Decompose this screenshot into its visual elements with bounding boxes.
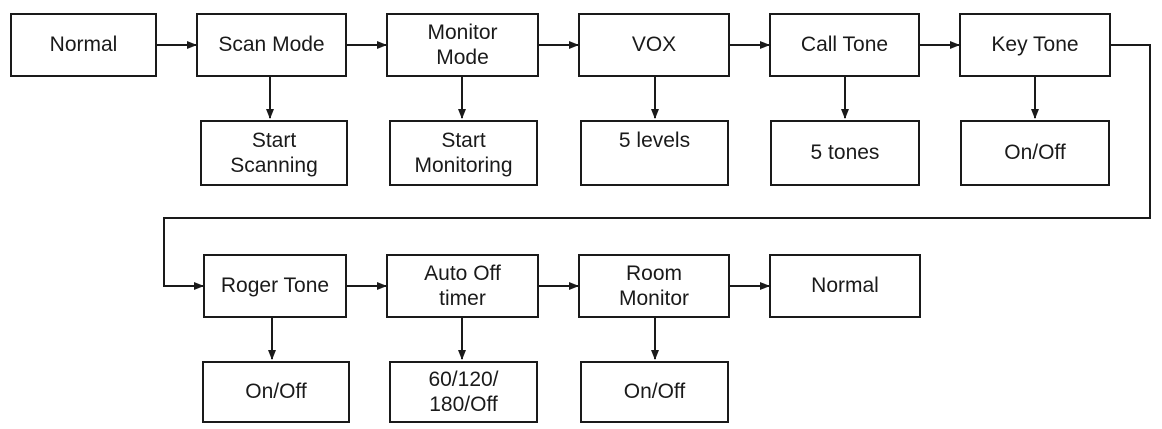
box-auto-off-timer: Auto Off timer: [386, 254, 539, 318]
arrow-wrap-keytone-to-roger: [163, 44, 1151, 290]
box-roger-onoff: On/Off: [202, 361, 350, 423]
box-call-tones: 5 tones: [770, 120, 920, 186]
box-timer-values: 60/120/ 180/Off: [389, 361, 538, 423]
box-roger-tone: Roger Tone: [203, 254, 347, 318]
box-normal-end: Normal: [769, 254, 921, 318]
box-start-scanning: Start Scanning: [200, 120, 348, 186]
box-vox: VOX: [578, 13, 730, 77]
box-scan-mode: Scan Mode: [196, 13, 347, 77]
box-room-onoff: On/Off: [580, 361, 729, 423]
box-vox-levels: 5 levels: [580, 120, 729, 186]
box-key-tone: Key Tone: [959, 13, 1111, 77]
box-call-tone: Call Tone: [769, 13, 920, 77]
box-room-monitor: Room Monitor: [578, 254, 730, 318]
box-normal: Normal: [10, 13, 157, 77]
box-monitor-mode: Monitor Mode: [386, 13, 539, 77]
box-start-monitoring: Start Monitoring: [389, 120, 538, 186]
box-key-onoff: On/Off: [960, 120, 1110, 186]
